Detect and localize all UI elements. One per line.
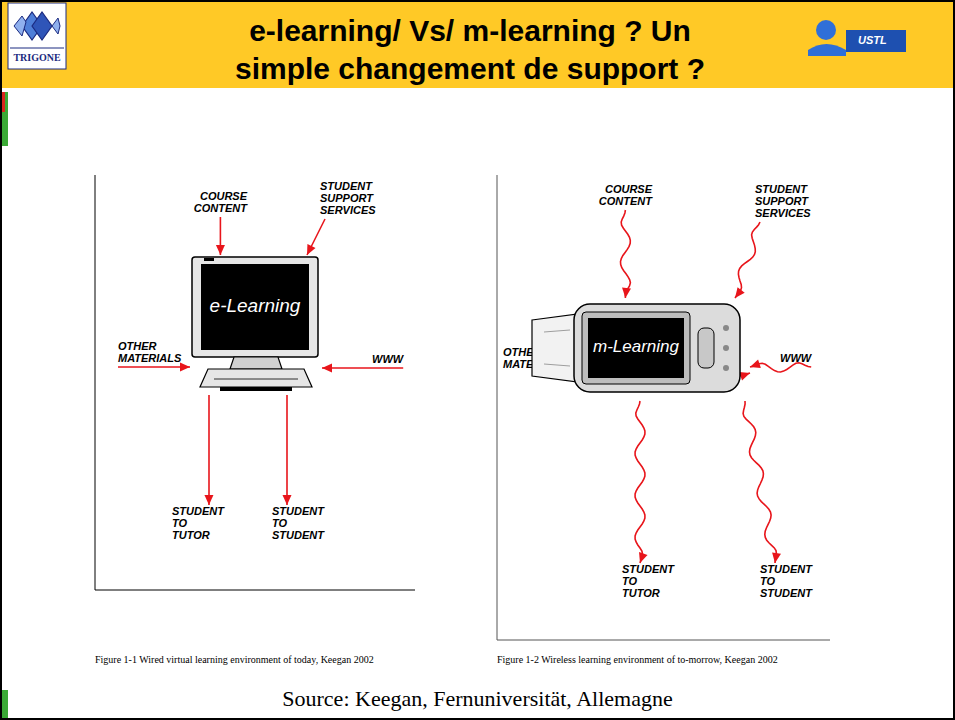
connector-line [743, 401, 776, 563]
connector-line [286, 395, 288, 505]
text-label-node: STUDENT TO STUDENT [760, 563, 812, 599]
connector-line [307, 219, 325, 255]
arrow-head [750, 360, 761, 369]
text-label-node: OTHER MATERIALS [118, 340, 181, 364]
phone-node: m-Learning [530, 298, 750, 398]
trigone-logo [8, 3, 66, 69]
text-label-node: STUDENT TO TUTOR [172, 505, 224, 541]
node-text: COURSE CONTENT [194, 190, 247, 214]
connector-line [322, 367, 403, 369]
arrow-head [322, 364, 332, 373]
arrow-head [622, 288, 631, 298]
arrow-head [204, 495, 213, 505]
node-text: STUDENT TO STUDENT [760, 563, 812, 599]
node-text: STUDENT TO TUTOR [622, 563, 674, 599]
text-label-node: WWW [372, 353, 403, 365]
arrow-head [639, 552, 647, 563]
screen-text: e-Learning [201, 295, 309, 317]
arrow-head [180, 363, 190, 372]
ustl-logo [808, 20, 906, 56]
slide-title: e-learning/ Vs/ m-learning ? Un simple c… [220, 12, 720, 88]
side-bar [2, 92, 5, 112]
arrow-head [735, 287, 745, 298]
logo-text: USTL [858, 34, 887, 46]
figure-caption: Figure 1-1 Wired virtual learning enviro… [95, 654, 374, 665]
wireless-arrow [743, 401, 781, 563]
text-label-node: STUDENT TO STUDENT [272, 505, 324, 541]
figure-frame [95, 175, 830, 640]
node-text: WWW [372, 353, 403, 365]
wired-arrow [307, 219, 325, 255]
wireless-arrow [635, 401, 647, 563]
source-caption: Source: Keegan, Fernuniversität, Allemag… [0, 686, 955, 712]
wireless-arrow [735, 222, 760, 298]
node-text: STUDENT SUPPORT SERVICES [320, 180, 376, 216]
connector-line [118, 366, 190, 368]
arrow-head [283, 495, 292, 505]
arrow-head [216, 245, 225, 255]
text-label-node: STUDENT TO TUTOR [622, 563, 674, 599]
arrow-head [307, 244, 315, 255]
node-text: STUDENT TO TUTOR [172, 505, 224, 541]
node-text: STUDENT SUPPORT SERVICES [755, 183, 811, 219]
text-label-node: COURSE CONTENT [194, 190, 247, 214]
connector-line [735, 222, 760, 298]
node-text: COURSE CONTENT [599, 183, 652, 207]
connector-line [621, 210, 631, 298]
text-label-node: COURSE CONTENT [599, 183, 652, 207]
node-text: WWW [780, 352, 811, 364]
side-bar [2, 690, 8, 718]
text-label-node: STUDENT SUPPORT SERVICES [320, 180, 376, 216]
connector-line [208, 395, 210, 505]
wireless-arrow [621, 210, 631, 298]
arrow-head [772, 552, 781, 563]
monitor-node: e-Learning [190, 255, 322, 392]
wired-arrow [204, 395, 213, 505]
monitor-shape [190, 255, 322, 392]
text-label-node: STUDENT SUPPORT SERVICES [755, 183, 811, 219]
node-text: STUDENT TO STUDENT [272, 505, 324, 541]
connector-line [635, 401, 645, 563]
wired-arrow [283, 395, 292, 505]
node-text: OTHER MATERIALS [118, 340, 181, 364]
title-band [0, 0, 955, 88]
text-label-node: WWW [780, 352, 811, 364]
wired-arrow [216, 217, 225, 255]
side-bar [2, 92, 8, 146]
screen-text: m-Learning [588, 337, 684, 357]
logo-text: TRIGONE [9, 52, 65, 63]
figure-caption: Figure 1-2 Wireless learning environment… [497, 654, 778, 665]
